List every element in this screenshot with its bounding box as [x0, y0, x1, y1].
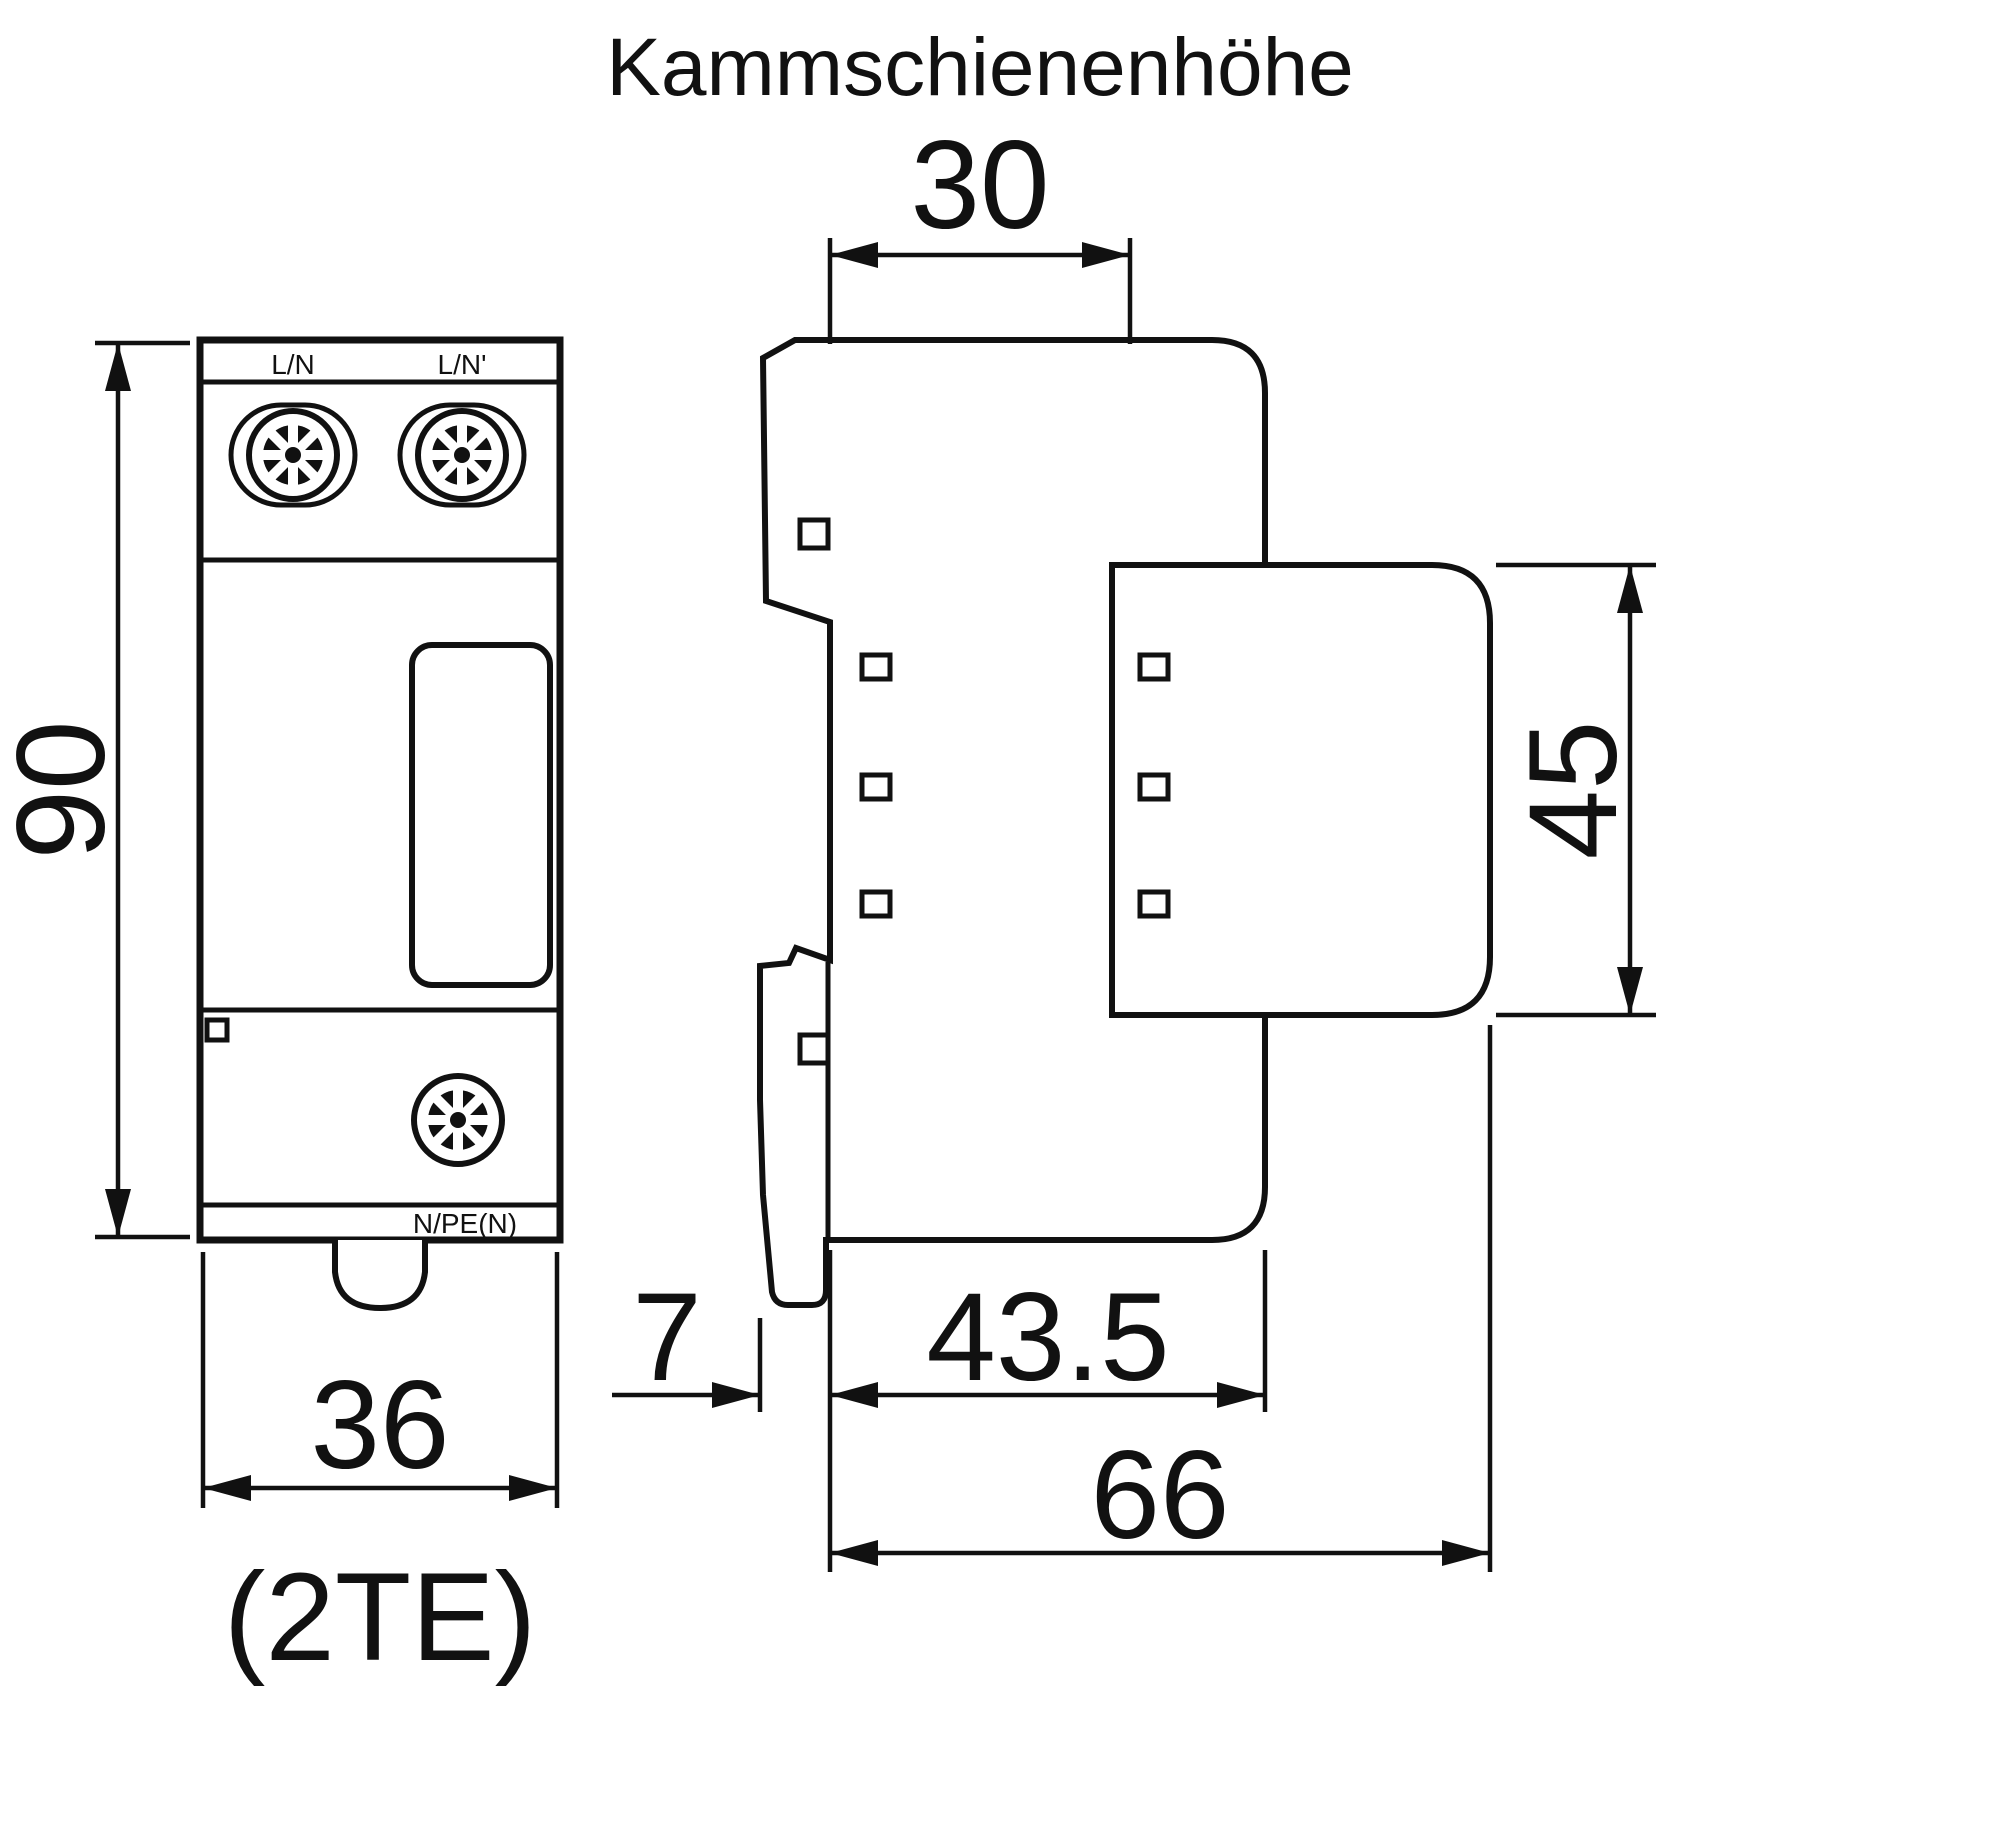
- dim-90-label: 90: [0, 720, 131, 859]
- vent-slot: [859, 889, 893, 919]
- label-window: [409, 642, 553, 988]
- vent-slot: [1137, 889, 1171, 919]
- din-rail-release-tab: [332, 1240, 428, 1312]
- drawing-title: Kammschienenhöhe: [606, 22, 1354, 113]
- dim-2te-label: (2TE): [224, 1548, 537, 1687]
- dim-36-label: 36: [310, 1356, 449, 1495]
- dimension-clip-depth-7: 7: [612, 1268, 763, 1412]
- terminal-slot-left: [228, 402, 358, 508]
- side-view: [757, 337, 1493, 1308]
- dim-66-label: 66: [1090, 1426, 1229, 1565]
- dim-43-5-label: 43.5: [926, 1268, 1169, 1407]
- terminal-screw-icon: [418, 411, 506, 499]
- dimension-total-depth-66: 66: [830, 1025, 1493, 1572]
- terminal-label-ln: L/N: [271, 349, 315, 380]
- rail-hook-detail: [797, 517, 831, 551]
- module-front-outline: [1109, 562, 1493, 1018]
- terminal-label-npe: N/PE(N): [413, 1208, 517, 1239]
- indicator-window: [204, 1017, 230, 1043]
- terminal-screw-icon: [414, 1076, 502, 1164]
- dimension-comb-rail-30: 30: [827, 116, 1133, 344]
- front-view: L/N L/N' N/PE(N): [196, 336, 564, 1312]
- dimension-body-depth-43-5: 43.5: [827, 1250, 1268, 1572]
- rail-clip-detail: [797, 1032, 831, 1066]
- terminal-label-ln-prime: L/N': [438, 349, 487, 380]
- vent-slot: [1137, 652, 1171, 682]
- dimension-front-height-45: 45: [1496, 562, 1656, 1018]
- dim-30-label: 30: [910, 116, 1049, 255]
- dim-7-label: 7: [632, 1268, 702, 1407]
- vent-slot: [1137, 772, 1171, 802]
- dim-45-label: 45: [1504, 720, 1643, 859]
- vent-slot: [859, 652, 893, 682]
- terminal-screw-icon: [249, 411, 337, 499]
- dimension-width-36: 36 (2TE): [200, 1252, 560, 1687]
- vent-slot: [859, 772, 893, 802]
- terminal-slot-right: [397, 402, 527, 508]
- dimension-height-90: 90: [0, 340, 190, 1240]
